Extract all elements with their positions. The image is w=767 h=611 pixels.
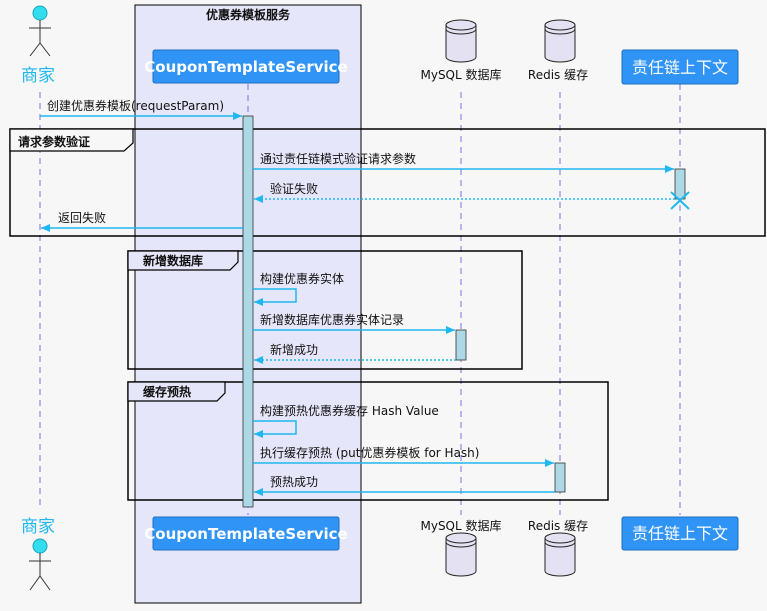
destroy-x-icon — [670, 191, 690, 210]
message-arrow-5 — [253, 288, 297, 306]
participant-chain-top — [621, 49, 739, 85]
message-arrow-8 — [253, 420, 297, 438]
message-label-3: 验证失败 — [270, 181, 318, 196]
participant-merchant-bottom: 商家 — [21, 517, 55, 537]
message-label-2: 通过责任链模式验证请求参数 — [260, 151, 416, 166]
database-mysql-top-icon — [445, 19, 477, 63]
participant-chain-bottom — [621, 516, 739, 551]
database-redis-top-icon — [544, 19, 576, 63]
participant-service-top — [152, 49, 340, 84]
activation-service — [242, 115, 254, 508]
group-db-tab — [127, 250, 239, 271]
participant-mysql-bottom: MySQL 数据库 — [420, 518, 501, 533]
participant-service-bottom-label: CouponTemplateService — [144, 525, 347, 543]
group-validate-tab — [9, 128, 134, 152]
participant-chain-top-label: 责任链上下文 — [632, 58, 728, 77]
group-validate-frame — [9, 128, 766, 237]
participant-redis-bottom: Redis 缓存 — [528, 519, 588, 533]
participant-redis-top: Redis 缓存 — [528, 68, 588, 82]
activation-chain — [674, 168, 686, 200]
actor-head-icon — [32, 5, 48, 21]
message-label-5: 构建优惠券实体 — [260, 271, 344, 286]
actor-merchant-bottom — [29, 538, 51, 591]
group-validate-label: 请求参数验证 — [18, 134, 90, 149]
message-label-1: 创建优惠券模板(requestParam) — [47, 98, 224, 113]
group-cache-tab — [127, 381, 226, 402]
activation-mysql — [455, 329, 467, 361]
group-cache-frame — [127, 381, 609, 501]
participant-chain-bottom-label: 责任链上下文 — [632, 524, 728, 543]
message-label-10: 预热成功 — [270, 475, 318, 489]
group-db-frame — [127, 250, 523, 370]
group-cache-label: 缓存预热 — [143, 384, 191, 399]
message-label-9: 执行缓存预热 (put优惠券模板 for Hash) — [260, 445, 479, 460]
message-label-7: 新增成功 — [270, 342, 318, 357]
actor-merchant-top — [29, 5, 51, 57]
group-db-label: 新增数据库 — [143, 253, 203, 268]
participant-mysql-top: MySQL 数据库 — [420, 67, 501, 82]
message-label-6: 新增数据库优惠券实体记录 — [260, 312, 404, 327]
activation-redis — [554, 462, 566, 493]
message-label-4: 返回失败 — [58, 210, 106, 225]
participant-service-bottom — [152, 516, 340, 551]
actor-head-icon — [32, 538, 48, 554]
participant-service-top-label: CouponTemplateService — [144, 58, 347, 76]
box-title: 优惠券模板服务 — [206, 7, 291, 22]
database-redis-bottom-icon — [544, 532, 576, 577]
message-label-8: 构建预热优惠券缓存 Hash Value — [260, 403, 439, 418]
participant-merchant-top: 商家 — [21, 66, 55, 86]
database-mysql-bottom-icon — [445, 532, 477, 577]
